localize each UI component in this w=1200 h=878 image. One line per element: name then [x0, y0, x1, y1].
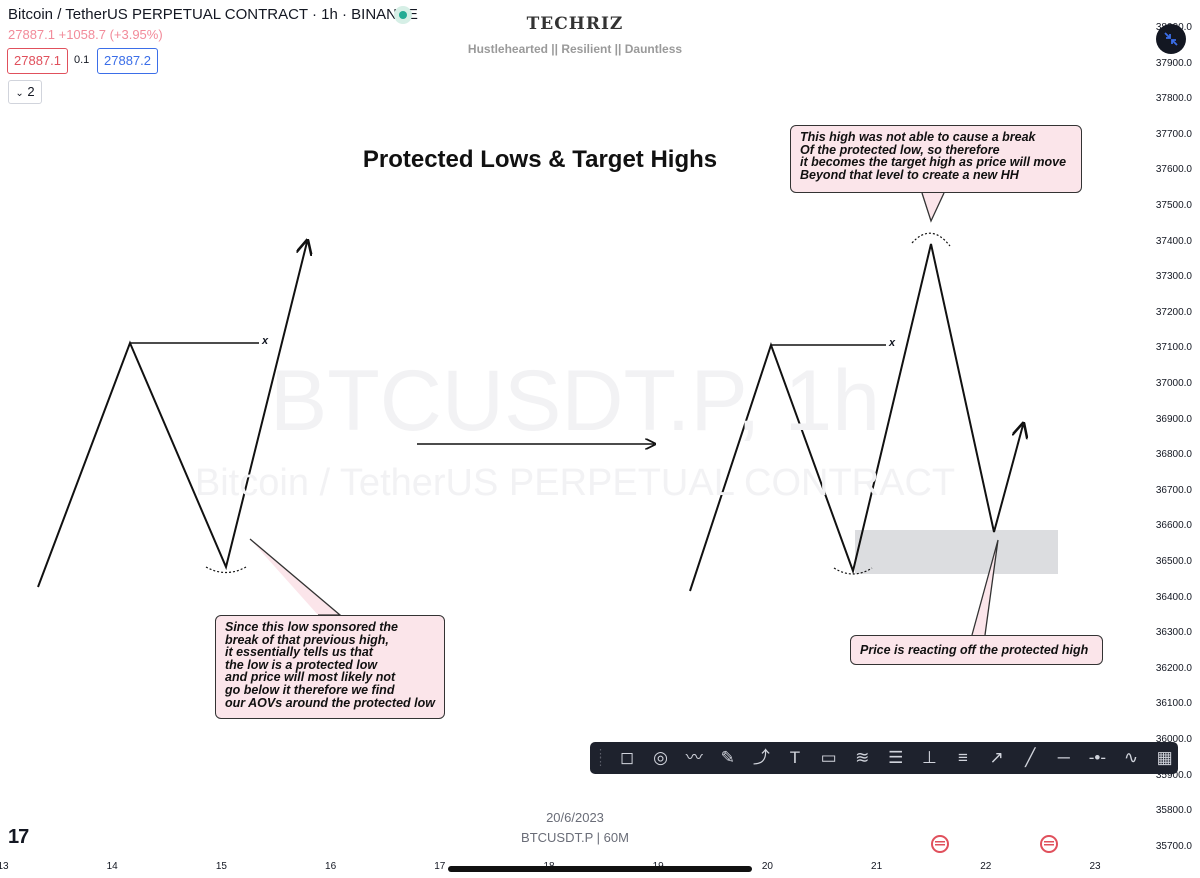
- target-high-note[interactable]: This high was not able to cause a break …: [790, 125, 1082, 193]
- price-tick-label: 36200.0: [1155, 662, 1192, 674]
- protected-zone: [855, 530, 1058, 574]
- buy-button[interactable]: 27887.2: [97, 48, 158, 74]
- grid-icon[interactable]: ▦: [1156, 748, 1173, 767]
- price-tick-label: 37700.0: [1155, 128, 1192, 140]
- instrument-watermark: Bitcoin / TetherUS PERPETUAL CONTRACT: [194, 462, 956, 504]
- right-protected-low-arc: [833, 567, 873, 575]
- time-tick-label: 16: [325, 861, 337, 872]
- drawing-toolbar: ⋮⋮ ◻ ◎ 〰 ✎ ⤴ T ▭ ≋ ☰ ⊥ ≡ ↗ ╱ ─ -•- ∿ ▦: [590, 742, 1178, 774]
- right-zigzag-path: [689, 243, 1023, 592]
- price-tick-label: 37000.0: [1155, 378, 1192, 389]
- price-tick-label: 37300.0: [1155, 271, 1192, 283]
- circle-icon[interactable]: ◎: [653, 748, 669, 767]
- price-tick-label: 36100.0: [1155, 698, 1192, 710]
- parallel-channel-icon[interactable]: ≋: [855, 748, 870, 767]
- us-flag-event-icon[interactable]: [931, 835, 949, 853]
- price-tick-label: 35700.0: [1155, 840, 1192, 852]
- price-tick-label: 36300.0: [1155, 627, 1192, 639]
- price-tick-label: 37900.0: [1155, 57, 1192, 69]
- text-icon[interactable]: T: [789, 748, 801, 767]
- symbol-interval-label: BTCUSDT.P | 60M: [521, 830, 629, 845]
- brand-tagline: Hustlehearted || Resilient || Dauntless: [467, 42, 683, 56]
- price-tick-label: 36900.0: [1155, 413, 1192, 425]
- price-tick-label: 36700.0: [1155, 484, 1192, 496]
- spread-value: 0.1: [74, 54, 90, 66]
- collapse-arrows-icon: [1164, 32, 1178, 46]
- time-tick-label: 17: [434, 861, 446, 872]
- price-tick-label: 37800.0: [1155, 93, 1192, 105]
- left-note-pointer: [249, 538, 342, 616]
- us-flag-event-icon[interactable]: [1040, 835, 1058, 853]
- tradingview-logo[interactable]: 17: [8, 826, 29, 848]
- brush-icon[interactable]: ✎: [720, 748, 735, 767]
- callout-icon[interactable]: ▭: [820, 748, 837, 767]
- long-position-icon[interactable]: ⊥: [921, 748, 937, 767]
- target-high-arc: [911, 232, 951, 247]
- price-tick-label: 37100.0: [1155, 342, 1192, 354]
- chevron-down-icon: ⌄: [15, 88, 24, 99]
- home-indicator: [448, 866, 752, 872]
- fib-retracement-icon[interactable]: ☰: [888, 748, 904, 767]
- price-tick-label: 36600.0: [1155, 520, 1192, 532]
- time-tick-label: 14: [106, 861, 118, 872]
- market-status-icon: [394, 6, 412, 24]
- price-axis[interactable]: 38000.037900.037800.037700.037600.037500…: [1138, 0, 1200, 860]
- price-tick-label: 37500.0: [1155, 200, 1192, 211]
- arc-icon[interactable]: ∿: [1123, 748, 1139, 767]
- drag-handle-icon[interactable]: ⋮⋮: [595, 748, 606, 768]
- time-tick-label: 22: [980, 861, 992, 872]
- horizontal-ray-icon[interactable]: ─: [1057, 748, 1070, 767]
- symbol-watermark: BTCUSDT.P, 1h: [269, 353, 881, 449]
- price-range-icon[interactable]: ≡: [958, 748, 968, 767]
- time-tick-label: 13: [0, 861, 9, 872]
- price-tick-label: 36800.0: [1155, 449, 1192, 461]
- left-x-marker: x: [262, 335, 269, 347]
- path-icon[interactable]: 〰: [685, 748, 703, 767]
- protected-low-note[interactable]: Since this low sponsored the break of th…: [215, 615, 445, 719]
- price-reaction-note[interactable]: Price is reacting off the protected high: [850, 635, 1103, 665]
- chart-drawings[interactable]: [0, 0, 1140, 860]
- left-zigzag-path: [37, 242, 307, 588]
- expand-button[interactable]: [1156, 24, 1186, 54]
- time-tick-label: 23: [1089, 861, 1101, 872]
- horizontal-line-icon[interactable]: -•-: [1088, 748, 1107, 767]
- symbol-title[interactable]: Bitcoin / TetherUS PERPETUAL CONTRACT · …: [8, 6, 418, 23]
- right-x-marker: x: [889, 337, 896, 349]
- time-tick-label: 20: [761, 861, 773, 872]
- time-tick-label: 15: [215, 861, 227, 872]
- price-tick-label: 35900.0: [1155, 769, 1192, 781]
- price-tick-label: 37200.0: [1155, 306, 1192, 318]
- price-change: 27887.1 +1058.7 (+3.95%): [8, 27, 163, 42]
- left-protected-low-arc: [205, 566, 247, 574]
- top-note-pointer: [921, 192, 945, 223]
- price-tick-label: 35800.0: [1155, 805, 1192, 817]
- price-tick-label: 36000.0: [1155, 734, 1192, 745]
- right-note-pointer: [971, 539, 999, 636]
- price-tick-label: 37400.0: [1155, 235, 1192, 247]
- indicators-toggle-button[interactable]: ⌄ 2: [8, 80, 42, 104]
- curve-icon[interactable]: ⤴: [752, 748, 770, 767]
- trend-line-icon[interactable]: ╱: [1025, 748, 1036, 767]
- indicators-count: 2: [27, 84, 35, 99]
- sell-button[interactable]: 27887.1: [7, 48, 68, 74]
- time-tick-label: 21: [871, 861, 883, 872]
- brand-name: TECHRIZ: [526, 14, 624, 34]
- price-tick-label: 37600.0: [1155, 164, 1192, 176]
- arrow-icon[interactable]: ↗: [989, 748, 1004, 767]
- price-tick-label: 36400.0: [1155, 591, 1192, 603]
- price-tick-label: 36500.0: [1155, 556, 1192, 567]
- crosshair-date: 20/6/2023: [546, 810, 604, 825]
- rectangle-icon[interactable]: ◻: [619, 748, 635, 767]
- chart-title: Protected Lows & Target Highs: [362, 146, 718, 173]
